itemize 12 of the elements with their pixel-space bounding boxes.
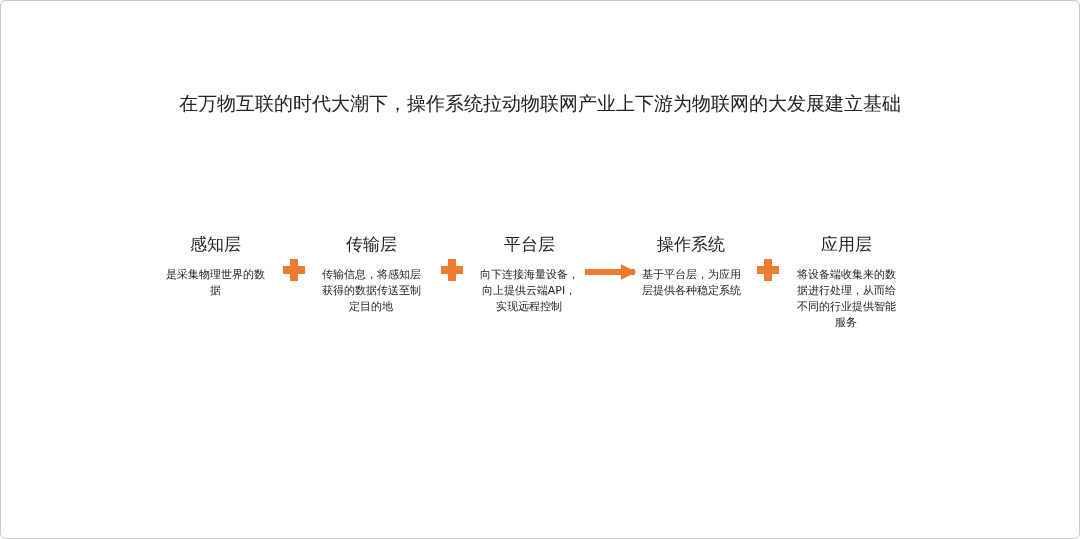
layer-heading: 平台层 bbox=[502, 233, 556, 256]
layer-heading: 操作系统 bbox=[656, 233, 726, 256]
layer-description: 是采集物理世界的数据 bbox=[165, 267, 265, 299]
layer-description: 将设备端收集来的数据进行处理，从而给不同的行业提供智能服务 bbox=[796, 267, 896, 331]
layer-description: 传输信息，将感知层获得的数据传送至制定目的地 bbox=[321, 267, 421, 315]
arrow bbox=[585, 264, 637, 280]
layer-heading: 应用层 bbox=[819, 233, 873, 256]
layer-heading: 传输层 bbox=[344, 233, 398, 256]
layer-heading: 感知层 bbox=[188, 233, 242, 256]
layer-description: 向下连接海量设备，向上提供云端API，实现远程控制 bbox=[479, 267, 579, 315]
title: 在万物互联的时代大潮下，操作系统拉动物联网产业上下游为物联网的大发展建立基础 bbox=[178, 91, 902, 116]
layer-description: 基于平台层，为应用层提供各种稳定系统 bbox=[641, 267, 741, 299]
